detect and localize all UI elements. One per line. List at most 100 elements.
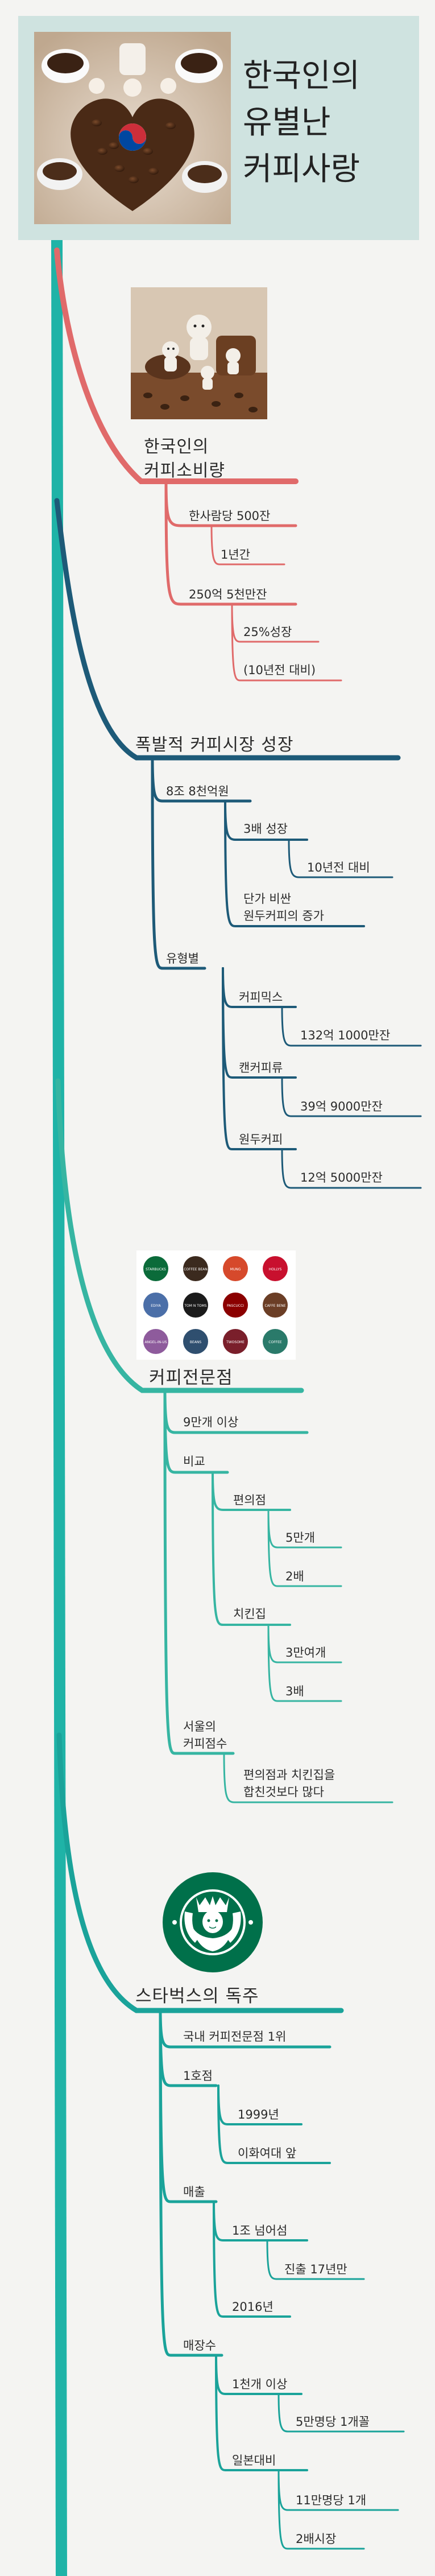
starbucks-japan-market: 2배시장 bbox=[296, 2532, 337, 2546]
starbucks-first-year: 1999년 bbox=[238, 2108, 279, 2121]
cafe-convenience-count: 5만개 bbox=[285, 1531, 316, 1545]
market-by-type: 유형별 bbox=[166, 952, 199, 965]
cafe-logo-7 bbox=[223, 1293, 248, 1318]
branch-starbucks-line bbox=[56, 1732, 344, 2013]
market-type-can: 캔커피류 bbox=[239, 1061, 283, 1075]
starbucks-stores: 매장수 bbox=[183, 2339, 216, 2352]
starbucks-sales-over: 1조 넘어섬 bbox=[232, 2224, 288, 2238]
cafe-logo-10 bbox=[183, 1329, 208, 1354]
cafe-logo-4 bbox=[263, 1256, 288, 1281]
coffee-figures-photo-icon bbox=[131, 287, 267, 419]
starbucks-first-location: 이화여대 앞 bbox=[238, 2146, 297, 2160]
coffee-cups-photo-icon bbox=[34, 32, 231, 224]
starbucks-rank: 국내 커피전문점 1위 bbox=[183, 2030, 287, 2044]
cafe-logo-text-10: BEANS bbox=[190, 1340, 202, 1344]
cafe-seoul-line bbox=[163, 1389, 235, 1755]
consumption-growth: 25%성장 bbox=[243, 625, 292, 639]
market-size: 8조 8천억원 bbox=[166, 785, 229, 798]
starbucks-stores-line bbox=[159, 2009, 223, 2357]
cafe-logo-text-5: EDIYA bbox=[151, 1304, 161, 1308]
cafe-seoul: 서울의 커피점수 bbox=[183, 1720, 227, 1751]
market-type-mix-count: 132억 1000만잔 bbox=[300, 1029, 391, 1042]
cafe-convenience-ratio: 2배 bbox=[285, 1570, 304, 1583]
starbucks-japan-compare: 일본대비 bbox=[232, 2454, 276, 2467]
market-growth-compared: 10년전 대비 bbox=[307, 861, 370, 874]
starbucks-sales-year-line bbox=[213, 2201, 291, 2318]
cafe-logo-6 bbox=[183, 1293, 208, 1318]
cafe-logo-text-8: CAFFE BENE bbox=[264, 1304, 285, 1308]
branch-consumption-label-line-2: 커피소비량 bbox=[144, 461, 225, 481]
cafe-logo-2 bbox=[183, 1256, 208, 1281]
market-type-bean-count-line bbox=[281, 1148, 422, 1189]
main-title-line-2: 유별난 bbox=[243, 104, 331, 141]
cafe-chicken-ratio: 3배 bbox=[285, 1685, 304, 1698]
branch-starbucks-label: 스타벅스의 독주 bbox=[135, 1986, 259, 2007]
starbucks-siren-logo-icon bbox=[162, 1872, 263, 1973]
market-growth-compared-line bbox=[288, 839, 393, 878]
starbucks-first-store: 1호점 bbox=[183, 2069, 213, 2083]
starbucks-first-location-line bbox=[217, 2084, 331, 2164]
consumption-total-cups: 250억 5천만잔 bbox=[189, 588, 267, 601]
cafe-logo-12 bbox=[263, 1329, 288, 1354]
branch-consumption-label-line-1: 한국인의 bbox=[144, 437, 209, 457]
cafe-logo-text-6: TOM N TOMS bbox=[184, 1304, 206, 1308]
trunk-line bbox=[50, 233, 67, 2576]
consumption-total-cups-line bbox=[164, 480, 297, 606]
market-bean-increase-line bbox=[224, 800, 365, 927]
starbucks-japan-market-line bbox=[277, 2469, 365, 2550]
cafe-logo-text-7: PASCUCCI bbox=[227, 1304, 244, 1308]
cafe-logo-5 bbox=[143, 1293, 168, 1318]
cafe-compare-convenience: 편의점 bbox=[233, 1493, 266, 1507]
consumption-per-person: 한사람당 500잔 bbox=[189, 509, 271, 523]
consumption-one-year-line bbox=[210, 525, 285, 565]
cafe-logo-3 bbox=[223, 1256, 248, 1281]
market-type-mix-count-line bbox=[281, 1006, 422, 1047]
cafe-logo-11 bbox=[223, 1329, 248, 1354]
market-type-bean-line bbox=[222, 967, 297, 1150]
cafe-convenience-ratio-line bbox=[267, 1509, 342, 1587]
cafe-logo-text-3: MUNG bbox=[230, 1268, 241, 1272]
market-growth: 3배 성장 bbox=[243, 822, 288, 836]
cafe-chicken-count: 3만여개 bbox=[285, 1646, 326, 1659]
consumption-one-year: 1년간 bbox=[221, 548, 251, 562]
market-bean-increase: 단가 비싼 원두커피의 증가 bbox=[243, 892, 324, 923]
starbucks-sales-year: 2016년 bbox=[232, 2300, 274, 2314]
starbucks-stores-ratio-line bbox=[277, 2393, 405, 2433]
starbucks-sales: 매출 bbox=[183, 2185, 205, 2199]
cafe-chicken-ratio-line bbox=[267, 1624, 342, 1702]
branch-cafe-label: 커피전문점 bbox=[149, 1368, 233, 1388]
cafe-compare: 비교 bbox=[183, 1455, 205, 1468]
market-type-bean: 원두커피 bbox=[239, 1133, 283, 1146]
main-title-line-1: 한국인의 bbox=[243, 57, 361, 94]
consumption-compared-line bbox=[231, 603, 342, 682]
cafe-logo-text-11: TWOSOME bbox=[226, 1340, 245, 1344]
cafe-compare-chicken-line bbox=[212, 1471, 291, 1626]
market-type-can-count: 39억 9000만잔 bbox=[300, 1100, 383, 1113]
starbucks-stores-count: 1천개 이상 bbox=[232, 2377, 288, 2391]
cafe-logo-text-9: ANGEL-IN-US bbox=[144, 1340, 167, 1344]
branch-consumption-line bbox=[54, 247, 299, 484]
market-type-mix: 커피믹스 bbox=[239, 990, 283, 1004]
market-type-can-count-line bbox=[281, 1076, 422, 1117]
cafe-logo-text-1: STARBUCKS bbox=[146, 1268, 166, 1272]
main-title-line-3: 커피사랑 bbox=[243, 151, 361, 188]
cafe-compare-chicken: 치킨집 bbox=[233, 1607, 266, 1621]
starbucks-japan-compare-line bbox=[215, 2354, 308, 2471]
consumption-compared: (10년전 대비) bbox=[243, 663, 316, 677]
starbucks-sales-years: 진출 17년만 bbox=[284, 2263, 347, 2276]
starbucks-japan-ratio: 11만명당 1개 bbox=[296, 2494, 367, 2507]
branch-market-label: 폭발적 커피시장 성장 bbox=[135, 735, 294, 755]
cafe-seoul-note-line bbox=[223, 1752, 393, 1803]
starbucks-sales-years-line bbox=[266, 2239, 365, 2280]
branch-cafe-line bbox=[55, 1078, 304, 1393]
cafe-logo-1 bbox=[143, 1256, 168, 1281]
title-card: 한국인의 유별난 커피사랑 bbox=[18, 16, 419, 240]
cafe-logo-text-2: COFFEE BEAN bbox=[184, 1268, 208, 1272]
cafe-count: 9만개 이상 bbox=[183, 1415, 239, 1429]
branch-market-line bbox=[54, 498, 401, 761]
starbucks-stores-ratio: 5만명당 1개꼴 bbox=[296, 2415, 370, 2429]
market-type-bean-count: 12억 5000만잔 bbox=[300, 1171, 383, 1184]
cafe-logo-text-12: COFFEE bbox=[268, 1340, 282, 1344]
